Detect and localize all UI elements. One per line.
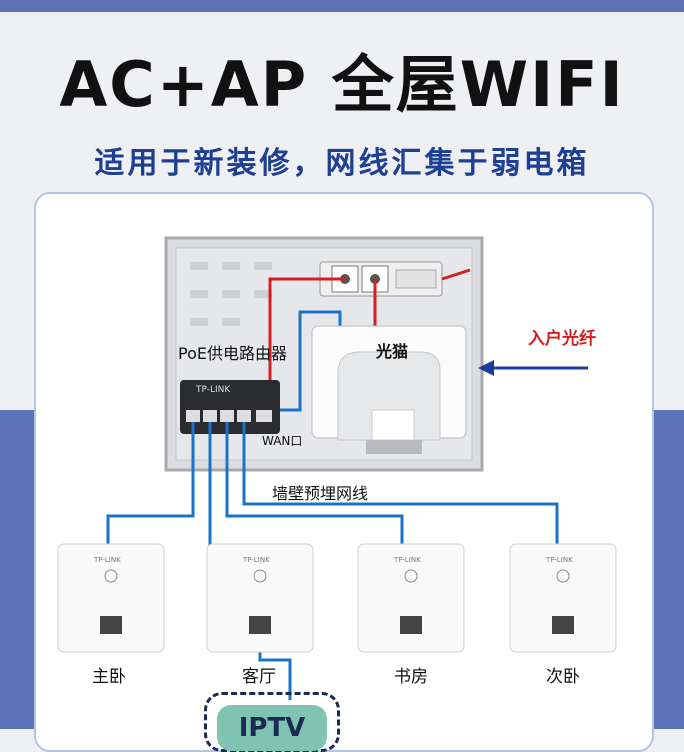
page-subtitle: 适用于新装修，网线汇集于弱电箱 [94,146,590,181]
network-diagram [57,236,617,700]
ap-brand-4: TP-LINK [546,556,573,564]
room-label: 次卧 [546,667,580,687]
room-label: 客厅 [242,667,276,687]
ap-second-bedroom [509,543,617,653]
modem-label: 光猫 [376,342,409,361]
ap-brand-1: TP-LINK [94,556,121,564]
fiber-label: 入户光纤 [528,329,596,349]
optical-modem [311,325,467,454]
room-label: 主卧 [92,667,126,687]
ap-study [357,543,465,653]
ap-living-room [206,543,314,653]
wan-label: WAN口 [262,434,303,448]
cable-label: 墙壁预埋网线 [272,484,369,503]
page-title: AC+AP 全屋WIFI [59,48,625,121]
iptv-label: IPTV [217,705,327,751]
ap-brand-3: TP-LINK [394,556,421,564]
top-band [0,0,684,12]
poe-router [180,380,280,434]
iptv-box: IPTV [204,692,340,752]
router-modem-cable [278,310,342,412]
ap-brand-2: TP-LINK [243,556,270,564]
router-power-cable [268,277,345,384]
router-brand: TP-LINK [196,385,231,395]
wall-cables [106,422,559,700]
router-label: PoE供电路由器 [178,344,287,363]
ap-master-bedroom [57,543,165,653]
room-label: 书房 [394,667,428,687]
power-strip [319,261,471,297]
